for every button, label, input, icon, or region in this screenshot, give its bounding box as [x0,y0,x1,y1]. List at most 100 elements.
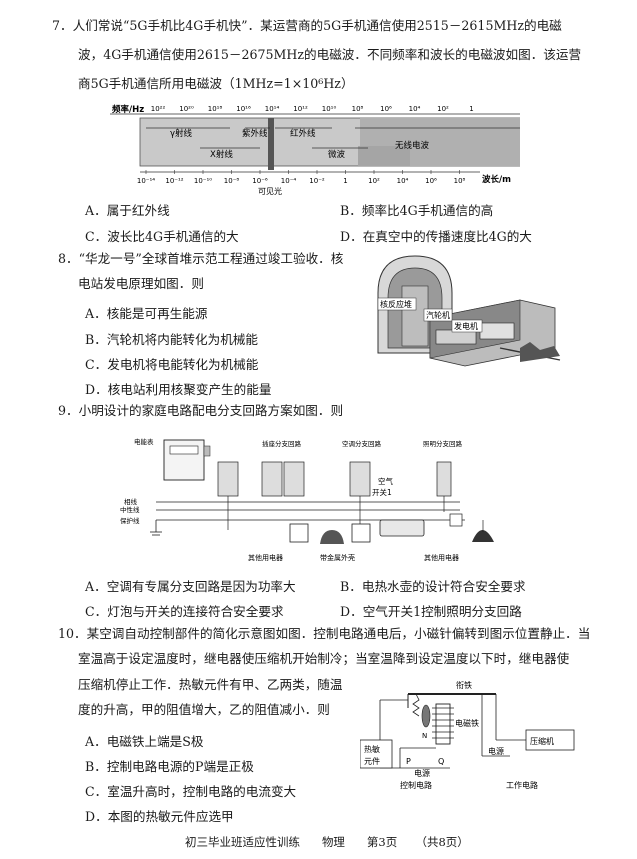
other-appliance-1: 其他用电器 [248,553,283,562]
q7-line1: 7．人们常说“5G手机比4G手机快”．某运营商的5G手机通信使用2515－261… [52,18,562,33]
reactor-label: 核反应堆 [380,299,412,309]
air-conditioner [379,519,425,537]
compressor-box [525,729,575,751]
freq-tick-label: 10¹⁴ [265,105,280,113]
wave-tick-label: 10⁸ [454,177,466,185]
q10-line4: 度的升高，甲的阻值增大，乙的阻值减小．则 [78,702,330,717]
turbine-label: 汽轮机 [426,310,450,320]
air-switch-label2: 开关1 [372,487,392,497]
ac-branch-label: 空调分支回路 [342,439,382,448]
q9-line1: 9．小明设计的家庭电路配电分支回路方案如图．则 [58,403,344,418]
wave-tick-label: 10⁶ [425,177,437,185]
generator-label: 发电机 [454,321,478,331]
q8-option-a[interactable]: A．核能是可再生能源 [85,306,208,321]
wave-tick-label: 10⁻¹² [165,177,183,185]
band-microwave: 微波 [328,149,346,160]
q8-option-d[interactable]: D．核电站利用核聚变产生的能量 [85,382,272,397]
band-radio: 无线电波 [395,140,430,151]
compass-needle [421,704,431,728]
q10-option-a[interactable]: A．电磁铁上端是S极 [85,734,204,749]
p-label: P [406,757,411,766]
wave-tick-label: 1 [343,177,347,185]
freq-tick-label: 10¹⁸ [208,105,223,113]
em-spectrum-figure: 频率/Hz 10²² 10²⁰ 10¹⁸ 10¹⁶ 10¹⁴ 10¹² 10¹⁰ 10⁸ 10⁶… [110,104,520,196]
socket-branch-label: 插座分支回路 [262,439,302,448]
air-switch-label: 空气 [378,476,393,486]
footer-total: （共8页） [415,835,469,849]
wave-tick-label: 10⁻¹⁰ [194,177,212,185]
work-circuit-label: 工作电路 [506,780,538,790]
nuclear-plant-figure: 核反应堆 汽轮机 发电机 [377,255,561,367]
freq-axis-label: 频率/Hz [112,104,144,115]
q8-line2: 电站发电原理如图．则 [78,276,204,291]
q10-line2: 室温高于设定温度时，继电器使压缩机开始制冷；当室温降到设定温度以下时，继电器使 [78,651,570,666]
light-branch-label: 照明分支回路 [423,439,463,448]
freq-tick-label: 1 [469,105,473,113]
control-power-label: 电源 [414,768,430,778]
freq-tick-label: 10⁶ [380,105,392,113]
wave-tick-label: 10⁻² [309,177,325,185]
q9-option-b[interactable]: B．电热水壶的设计符合安全要求 [340,579,526,594]
freq-tick-label: 10⁸ [352,105,364,113]
home-circuit-figure: 电能表 插座分支回路 空调分支回路 照明分支回路 空气 开关1 相线 中性线 保… [120,437,494,562]
wave-axis-label: 波长/m [482,174,511,185]
band-xray: X射线 [210,149,233,160]
footer: 初三毕业班适应性训练 物理 第3页 （共8页） [185,834,469,850]
freq-tick-label: 10¹⁶ [236,105,251,113]
freq-tick-label: 10¹⁰ [322,105,337,113]
q7-option-c[interactable]: C．波长比4G手机通信的大 [85,229,239,244]
meter-label: 电能表 [134,437,154,446]
q10-option-d[interactable]: D．本图的热敏元件应选甲 [85,809,234,824]
q9-option-a[interactable]: A．空调有专属分支回路是因为功率大 [85,579,296,594]
q7-option-a[interactable]: A．属于红外线 [85,203,170,218]
kettle-icon [320,530,344,544]
band-ir: 红外线 [290,128,316,139]
q8-option-c[interactable]: C．发电机将电能转化为机械能 [85,357,259,372]
thermal-label2: 元件 [364,756,380,766]
visible-light-label: 可见光 [258,186,282,196]
neutral-wire-label: 中性线 [120,505,140,514]
q10-option-c[interactable]: C．室温升高时，控制电路的电流变大 [85,784,297,799]
wave-tick-label: 10⁻⁸ [224,177,240,185]
wave-tick-label: 10⁻⁴ [281,177,297,185]
q8-option-b[interactable]: B．汽轮机将内能转化为机械能 [85,332,258,347]
relay-control-figure: 衔铁 电磁铁 N 热敏 元件 P Q 电源 控制电路 电源 压缩机 [360,680,575,790]
socket-1 [289,523,309,543]
metal-case-label: 带金属外壳 [320,553,355,562]
freq-tick-label: 10⁴ [409,105,421,113]
wave-tick-label: 10⁴ [397,177,409,185]
q10-option-b[interactable]: B．控制电路电源的P端是正极 [85,759,254,774]
wave-tick-label: 10⁻¹⁴ [137,177,155,185]
wave-tick-label: 10⁻⁶ [252,177,268,185]
band-gamma: γ射线 [170,128,193,139]
thermal-element [360,739,393,769]
q7-line3: 商5G手机通信所用电磁波（1MHz=1×10⁶Hz） [78,76,354,91]
freq-tick-label: 10²⁰ [179,105,194,113]
q10-line3: 压缩机停止工作．热敏元件有甲、乙两类，随温 [78,677,343,692]
socket-2 [351,523,371,543]
footer-page: 第3页 [366,835,398,849]
q8-line1: 8．“华龙一号”全球首堆示范工程通过竣工验收．核 [58,251,344,266]
q-label: Q [438,757,444,766]
armature-label: 衔铁 [456,680,472,690]
q7-option-b[interactable]: B．频率比4G手机通信的高 [340,203,494,218]
freq-tick-label: 10¹² [293,105,308,113]
freq-tick-label: 10²² [151,105,166,113]
generator-block [479,322,515,340]
visible-light-strip [268,118,274,170]
footer-subject: 物理 [321,835,345,849]
thermal-label: 热敏 [364,744,380,754]
footer-title: 初三毕业班适应性训练 [185,835,300,849]
q9-option-d[interactable]: D．空气开关1控制照明分支回路 [340,604,522,619]
lamp-icon [472,530,494,542]
q9-option-c[interactable]: C．灯泡与开关的连接符合安全要求 [85,604,284,619]
compressor-label: 压缩机 [530,736,554,746]
live-wire-label: 相线 [124,497,138,506]
ground-wire-label: 保护线 [120,516,140,525]
q7-option-d[interactable]: D．在真空中的传播速度比4G的大 [340,229,532,244]
electromagnet-label: 电磁铁 [455,718,479,728]
control-circuit-label: 控制电路 [400,780,432,790]
needle-n-label: N [422,732,427,740]
